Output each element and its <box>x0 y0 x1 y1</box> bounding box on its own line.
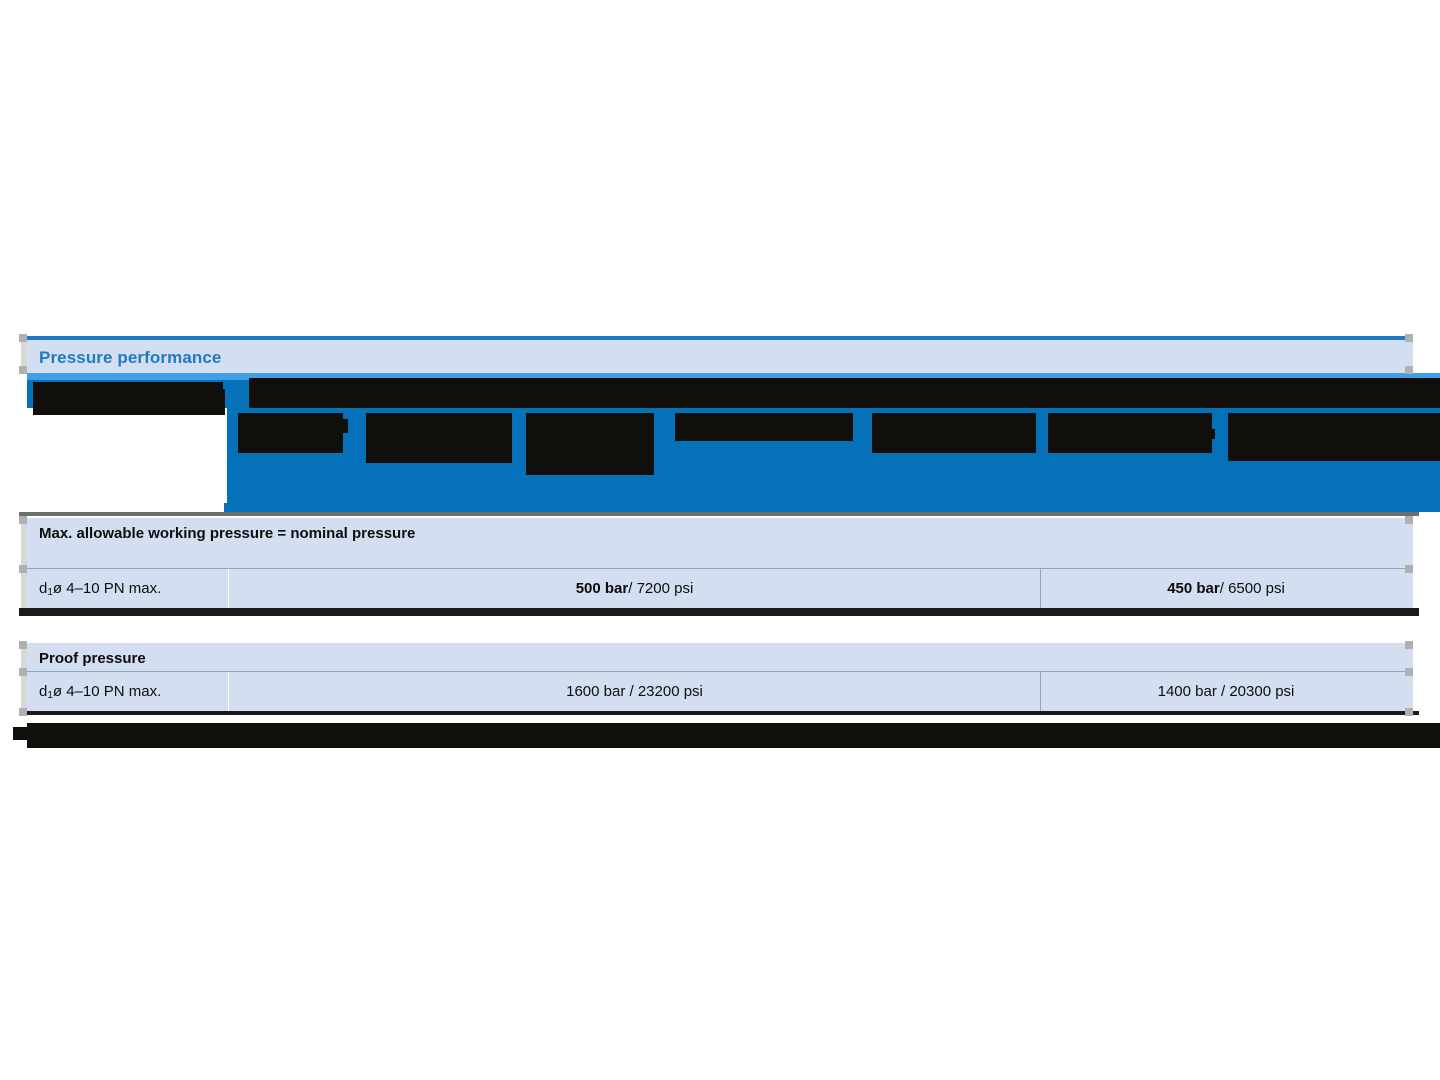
redaction-block-r1-c <box>33 389 225 415</box>
pressure-bar-value-2: 450 bar <box>1167 580 1220 597</box>
table-1-handle-top-left[interactable] <box>19 516 27 524</box>
column-tick-1 <box>224 503 227 512</box>
redaction-block-c2 <box>366 413 512 463</box>
table-1-handle-mid-right[interactable] <box>1405 565 1413 573</box>
page-title: Pressure performance <box>39 348 222 367</box>
pressure-psi-value: / 7200 psi <box>628 580 694 597</box>
table-2-handle-bottom-left[interactable] <box>19 708 27 716</box>
redaction-block-c3 <box>526 413 654 475</box>
table-1-heading: Max. allowable working pressure = nomina… <box>27 518 1413 568</box>
table-handle-title-bottom-right[interactable] <box>1405 366 1413 374</box>
label-d-2: d <box>39 683 48 700</box>
proof-value-2: 1400 bar / 20300 psi <box>1157 683 1295 700</box>
column-tick-4 <box>587 503 590 512</box>
redaction-block-c6 <box>1048 413 1212 453</box>
header-top-strip <box>27 373 1440 380</box>
proof-value-1: 1600 bar / 23200 psi <box>566 683 703 700</box>
section-title-band: Pressure performance <box>27 336 1413 373</box>
table-1-bottom-rule <box>19 608 1419 616</box>
bottom-redaction-nub <box>13 727 29 740</box>
table-handle-top-left[interactable] <box>19 334 27 342</box>
table-max-allowable-working-pressure: Max. allowable working pressure = nomina… <box>27 518 1413 608</box>
table-1-edge-left-lower <box>21 572 27 608</box>
column-tick-5 <box>852 503 855 512</box>
redaction-block-c7 <box>1228 413 1440 461</box>
table-1-handle-top-right[interactable] <box>1405 516 1413 524</box>
redaction-block-c5 <box>872 413 1036 453</box>
pressure-psi-value-2: / 6500 psi <box>1219 580 1285 597</box>
table-1-handle-mid-left[interactable] <box>19 565 27 573</box>
label-d: d <box>39 580 48 597</box>
cell-proof-primary: 1600 bar / 23200 psi <box>229 672 1041 711</box>
column-tick-6 <box>1008 503 1011 512</box>
table-2-handle-mid-left[interactable] <box>19 668 27 676</box>
redaction-block-r1-b <box>249 378 1440 408</box>
label-subscript: 1 <box>47 587 53 598</box>
column-tick-3 <box>467 503 470 512</box>
table-2-bottom-rule <box>19 711 1419 715</box>
pressure-bar-value: 500 bar <box>575 580 629 597</box>
cell-proof-secondary: 1400 bar / 20300 psi <box>1041 672 1411 711</box>
table-2-edge-left-lower <box>21 675 27 709</box>
bottom-redaction-bar <box>27 723 1440 748</box>
table-2-handle-top-left[interactable] <box>19 641 27 649</box>
column-tick-2 <box>325 503 328 512</box>
table-edge-left-title <box>21 340 27 370</box>
redaction-notch-d <box>1228 425 1238 437</box>
header-bottom-rule <box>19 512 1419 516</box>
column-tick-7 <box>1158 503 1161 512</box>
table-2-edge-left-upper <box>21 646 27 668</box>
label-subscript-2: 1 <box>47 690 53 701</box>
table-handle-top-right[interactable] <box>1405 334 1413 342</box>
label-rest-2: ø 4–10 PN max. <box>52 683 162 700</box>
table-1-edge-left-upper <box>21 521 27 565</box>
column-header-table-redacted <box>0 373 1440 512</box>
redaction-block-c4 <box>675 413 853 441</box>
table-2-handle-mid-right[interactable] <box>1405 668 1413 676</box>
table-handle-title-bottom-left[interactable] <box>19 366 27 374</box>
label-rest: ø 4–10 PN max. <box>52 580 162 597</box>
redaction-notch-a <box>340 419 348 433</box>
cell-pressure-secondary: 450 bar / 6500 psi <box>1041 569 1411 608</box>
table-2-handle-bottom-right[interactable] <box>1405 708 1413 716</box>
redaction-notch-b <box>530 423 538 435</box>
redaction-notch-c <box>1205 429 1215 439</box>
redaction-block-c1 <box>238 413 343 453</box>
table-2-heading: Proof pressure <box>27 643 1413 671</box>
table-2-handle-top-right[interactable] <box>1405 641 1413 649</box>
cell-pressure-primary: 500 bar / 7200 psi <box>229 569 1041 608</box>
